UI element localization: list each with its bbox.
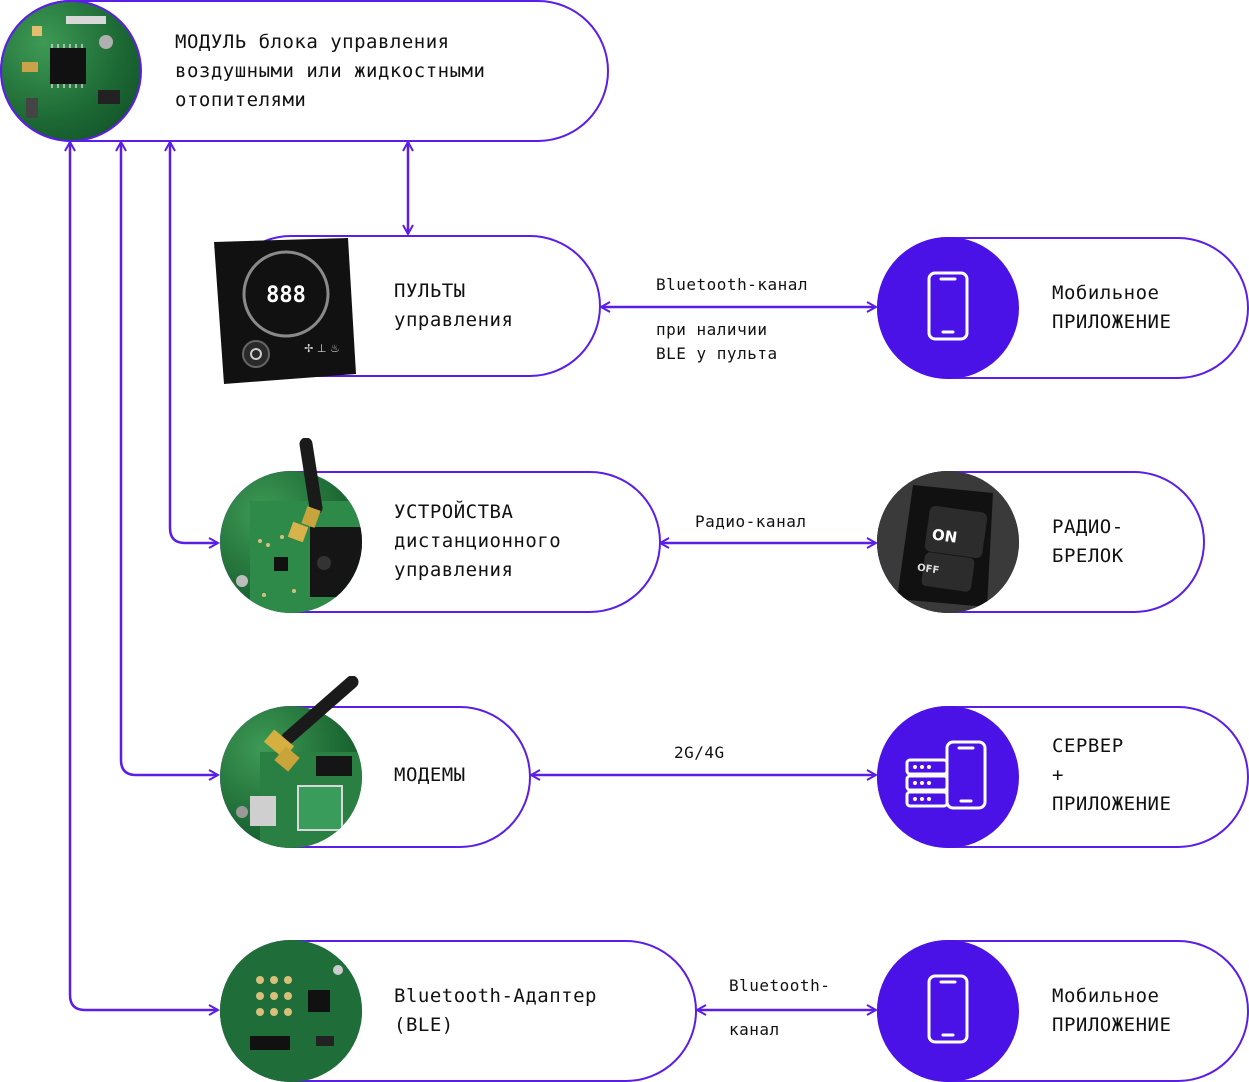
antenna-image [270,437,330,548]
channel-bt1-label: Bluetooth-канал [656,275,808,294]
app1-label: Мобильное ПРИЛОЖЕНИЕ [1052,282,1172,333]
server-phone-icon [905,740,987,810]
channel-bt2-label: Bluetooth- канал [729,976,831,1039]
channel-radio-label: Радио-канал [695,512,807,531]
server-icon-circle [877,706,1019,848]
channel-bt1-note: при наличии BLE у пульта [656,320,778,363]
app1-icon-circle [877,237,1019,379]
modem-antenna-image [248,675,360,776]
ble-label: Bluetooth-Адаптер (BLE) [394,985,597,1036]
distance-label: УСТРОЙСТВА дистанционного управления [394,501,562,581]
svg-text:✢ ⊥ ♨: ✢ ⊥ ♨ [304,342,340,355]
ble-board-image [220,940,362,1082]
fob-on-label: ON [930,525,959,547]
keyfob-image [877,471,1019,613]
remote-panel-image: 888 ✢ ⊥ ♨ [210,236,360,386]
antenna-board-image [220,471,362,613]
app2-label: Мобильное ПРИЛОЖЕНИЕ [1052,985,1172,1036]
svg-text:888: 888 [266,283,306,308]
channel-net-label: 2G/4G [674,743,725,762]
modem-label: МОДЕМЫ [394,764,466,786]
smartphone-icon [927,974,969,1044]
module-label: МОДУЛЬ блока управления воздушными или ж… [175,31,486,111]
module-pcb-image [0,0,142,142]
server-label: СЕРВЕР + ПРИЛОЖЕНИЕ [1052,735,1172,815]
app2-icon-circle [877,940,1019,1082]
smartphone-icon [927,271,969,341]
remote-label: ПУЛЬТЫ управления [394,280,514,331]
link-module-ble [70,142,218,1010]
fob-label: РАДИО- БРЕЛОК [1052,516,1124,567]
modem-image [220,706,362,848]
fob-image-circle [877,471,1019,613]
